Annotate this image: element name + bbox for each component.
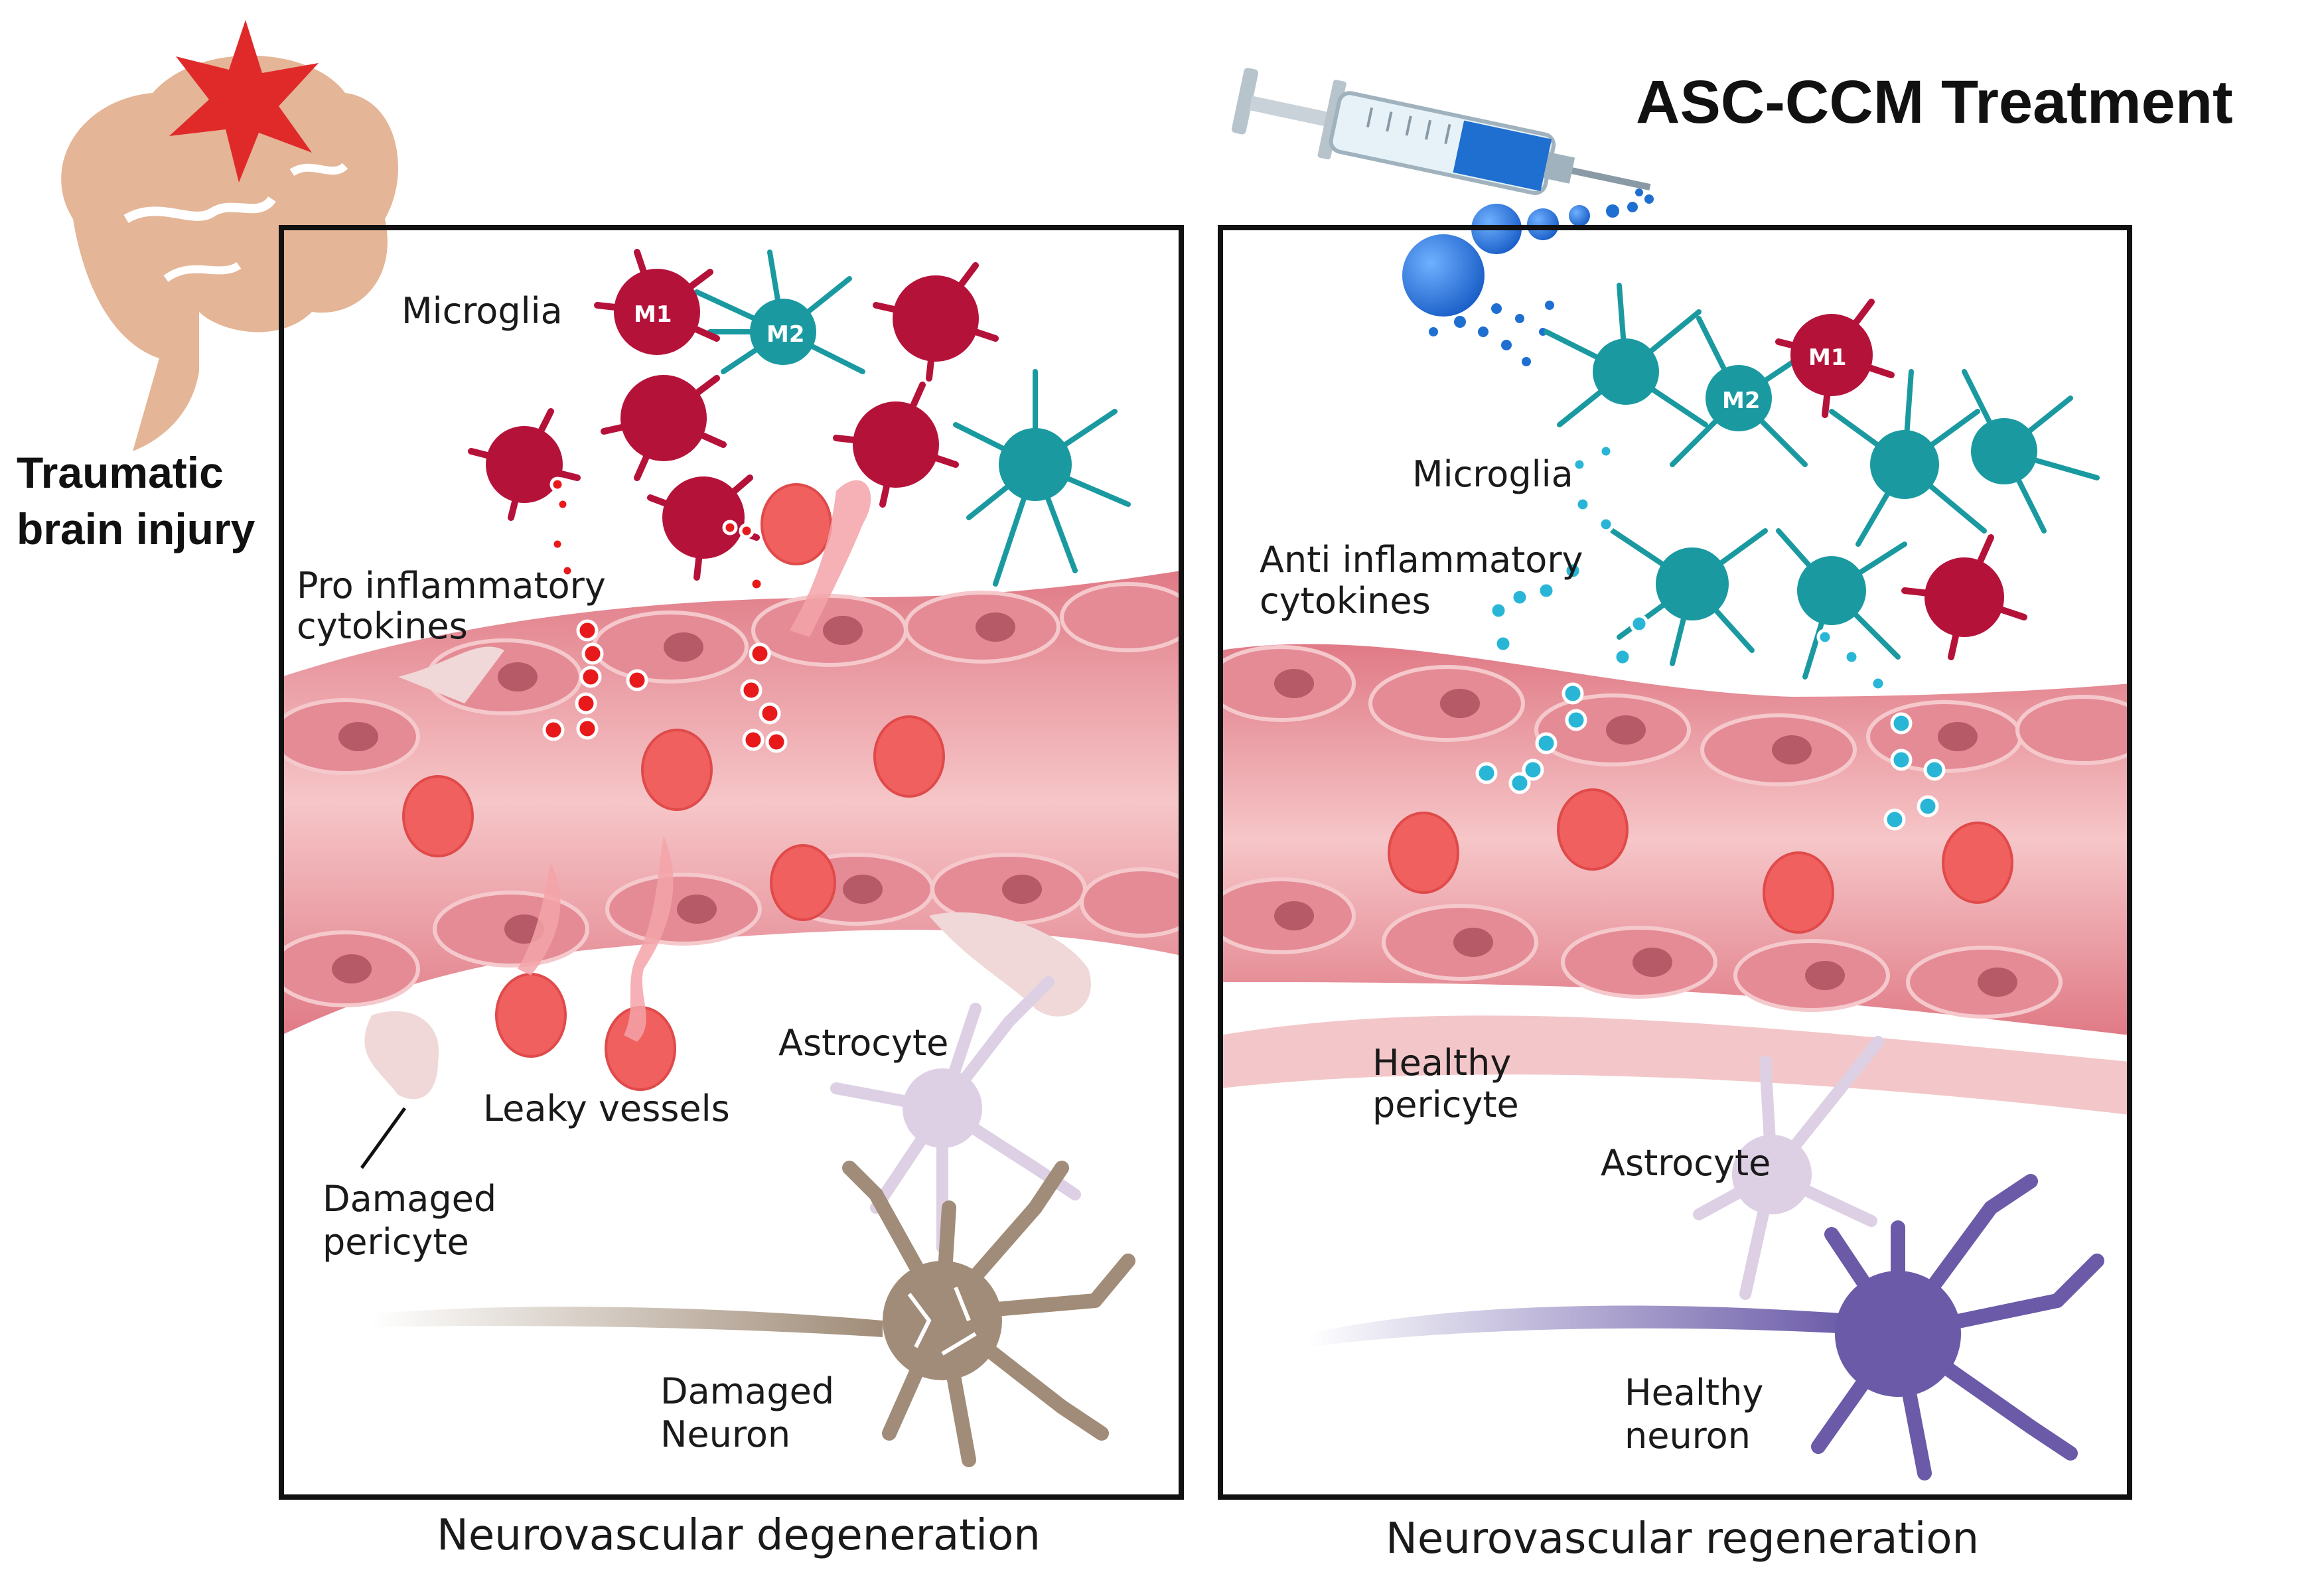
astrocyte-body — [903, 1068, 982, 1148]
injury-title-line2: brain injury — [17, 504, 255, 553]
syringe-icon — [1231, 68, 1651, 195]
pro-cytokines-line1: Pro inflammatory — [297, 565, 606, 607]
left-microglia-label: Microglia — [401, 290, 563, 332]
left-panel: M2 M1 — [279, 225, 1184, 1560]
healthy-neuron-line1: Healthy — [1625, 1372, 1763, 1413]
brain-illustration — [61, 55, 399, 452]
m2-microglia-body — [750, 299, 816, 365]
healthy-pericyte-line1: Healthy — [1372, 1042, 1511, 1084]
pericyte-pointer-line — [360, 1107, 407, 1169]
pericyte-shape — [929, 912, 1091, 1017]
damaged-pericyte-line1: Damaged — [323, 1178, 496, 1220]
leak-streams — [518, 480, 871, 1042]
m1-spikes-right — [1775, 299, 2027, 660]
left-caption: Neurovascular degeneration — [437, 1511, 1041, 1560]
treatment-title: ASC-CCM Treatment — [1636, 68, 2233, 136]
treatment-droplets — [1402, 188, 1654, 366]
right-astrocyte-label: Astrocyte — [1601, 1142, 1771, 1184]
pro-cytokines-line2: cytokines — [297, 605, 468, 647]
left-astrocyte-label: Astrocyte — [778, 1022, 948, 1064]
right-m2-tag: M2 — [1722, 388, 1761, 414]
damaged-axon — [372, 1307, 883, 1337]
leaky-vessels-label: Leaky vessels — [483, 1088, 730, 1129]
damaged-pericyte-line2: pericyte — [323, 1221, 469, 1263]
damaged-pericyte — [364, 1011, 439, 1100]
left-panel-frame — [279, 225, 1184, 1500]
injury-title-line1: Traumatic — [17, 448, 224, 497]
damaged-neuron-line2: Neuron — [660, 1413, 790, 1455]
m2-tag: M2 — [766, 321, 805, 348]
pro-inflammatory-cytokines — [542, 476, 788, 753]
injury-star-icon — [169, 20, 319, 182]
right-panel: M2 M1 — [1218, 225, 2132, 1563]
red-blood-cells-healthy — [1388, 788, 2013, 934]
right-m1-tag: M1 — [1808, 344, 1847, 371]
right-caption: Neurovascular regeneration — [1386, 1514, 1979, 1563]
anti-cytokines-line1: Anti inflammatory — [1260, 539, 1583, 581]
healthy-pericyte-line2: pericyte — [1372, 1084, 1519, 1125]
m1-spikes — [468, 249, 999, 581]
damaged-neuron-line1: Damaged — [660, 1370, 834, 1412]
healthy-neuron-line2: neuron — [1625, 1415, 1751, 1457]
m2-microglia-bodies — [1593, 338, 2037, 625]
anti-cytokines-line2: cytokines — [1260, 580, 1431, 622]
m2-microglia — [694, 250, 1131, 587]
pericyte-fragment — [398, 646, 504, 703]
red-blood-cells — [402, 483, 945, 1091]
astrocyte-body-healthy — [1732, 1135, 1812, 1214]
damaged-neuron-body — [883, 1261, 1002, 1380]
m2-microglia-right — [1544, 283, 2100, 680]
healthy-axon — [1307, 1305, 1852, 1347]
anti-inflammatory-cytokines — [1475, 443, 1946, 831]
healthy-neuron-body — [1835, 1271, 1961, 1397]
right-microglia-label: Microglia — [1412, 453, 1573, 495]
m2-microglia-body-2 — [999, 428, 1072, 501]
m1-tag: M1 — [634, 301, 672, 328]
right-panel-frame — [1218, 225, 2132, 1500]
